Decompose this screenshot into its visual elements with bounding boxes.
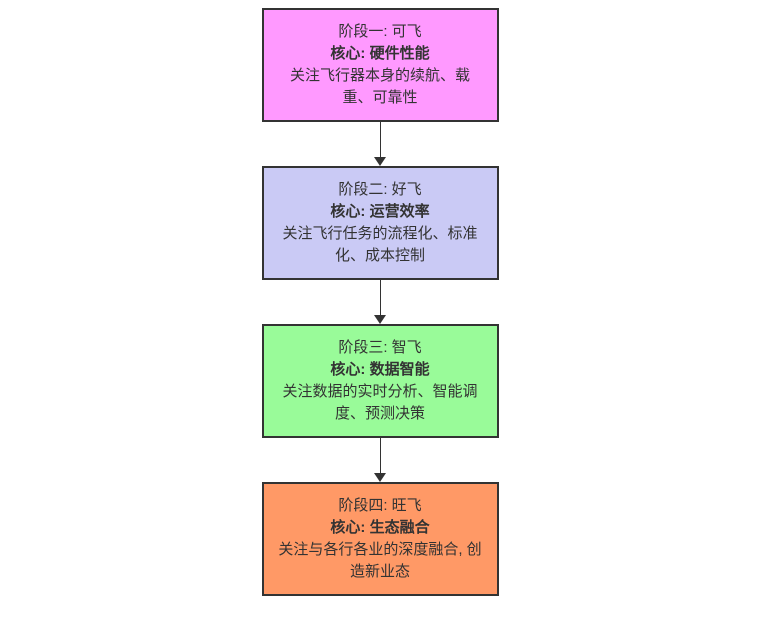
stage-2-description: 关注飞行任务的流程化、标准化、成本控制 bbox=[282, 225, 478, 264]
arrow-head-icon bbox=[374, 473, 386, 482]
stage-4-core: 核心: 生态融合 bbox=[330, 519, 430, 536]
arrow-head-icon bbox=[374, 315, 386, 324]
stage-1-core: 核心: 硬件性能 bbox=[330, 45, 430, 62]
flow-column: 阶段一: 可飞 核心: 硬件性能 关注飞行器本身的续航、载重、可靠性 阶段二: … bbox=[261, 0, 499, 596]
stage-3-title: 阶段三: 智飞 bbox=[338, 339, 422, 356]
stage-3-description: 关注数据的实时分析、智能调度、预测决策 bbox=[282, 383, 478, 422]
stage-4-description: 关注与各行各业的深度融合, 创造新业态 bbox=[278, 541, 482, 580]
stage-2-core: 核心: 运营效率 bbox=[330, 203, 430, 220]
arrow-line bbox=[379, 122, 381, 157]
flow-arrow-3 bbox=[374, 438, 386, 482]
stage-box-4: 阶段四: 旺飞 核心: 生态融合 关注与各行各业的深度融合, 创造新业态 bbox=[261, 482, 499, 596]
stage-3-core: 核心: 数据智能 bbox=[330, 361, 430, 378]
stage-box-3: 阶段三: 智飞 核心: 数据智能 关注数据的实时分析、智能调度、预测决策 bbox=[261, 324, 499, 438]
arrow-line bbox=[379, 280, 381, 315]
stage-4-title: 阶段四: 旺飞 bbox=[338, 497, 422, 514]
arrow-line bbox=[379, 438, 381, 473]
arrow-head-icon bbox=[374, 157, 386, 166]
stage-box-1: 阶段一: 可飞 核心: 硬件性能 关注飞行器本身的续航、载重、可靠性 bbox=[261, 8, 499, 122]
stage-1-description: 关注飞行器本身的续航、载重、可靠性 bbox=[289, 67, 470, 106]
stage-box-2: 阶段二: 好飞 核心: 运营效率 关注飞行任务的流程化、标准化、成本控制 bbox=[261, 166, 499, 280]
flow-arrow-2 bbox=[374, 280, 386, 324]
flow-arrow-1 bbox=[374, 122, 386, 166]
stage-2-title: 阶段二: 好飞 bbox=[338, 181, 422, 198]
stage-1-title: 阶段一: 可飞 bbox=[338, 23, 422, 40]
